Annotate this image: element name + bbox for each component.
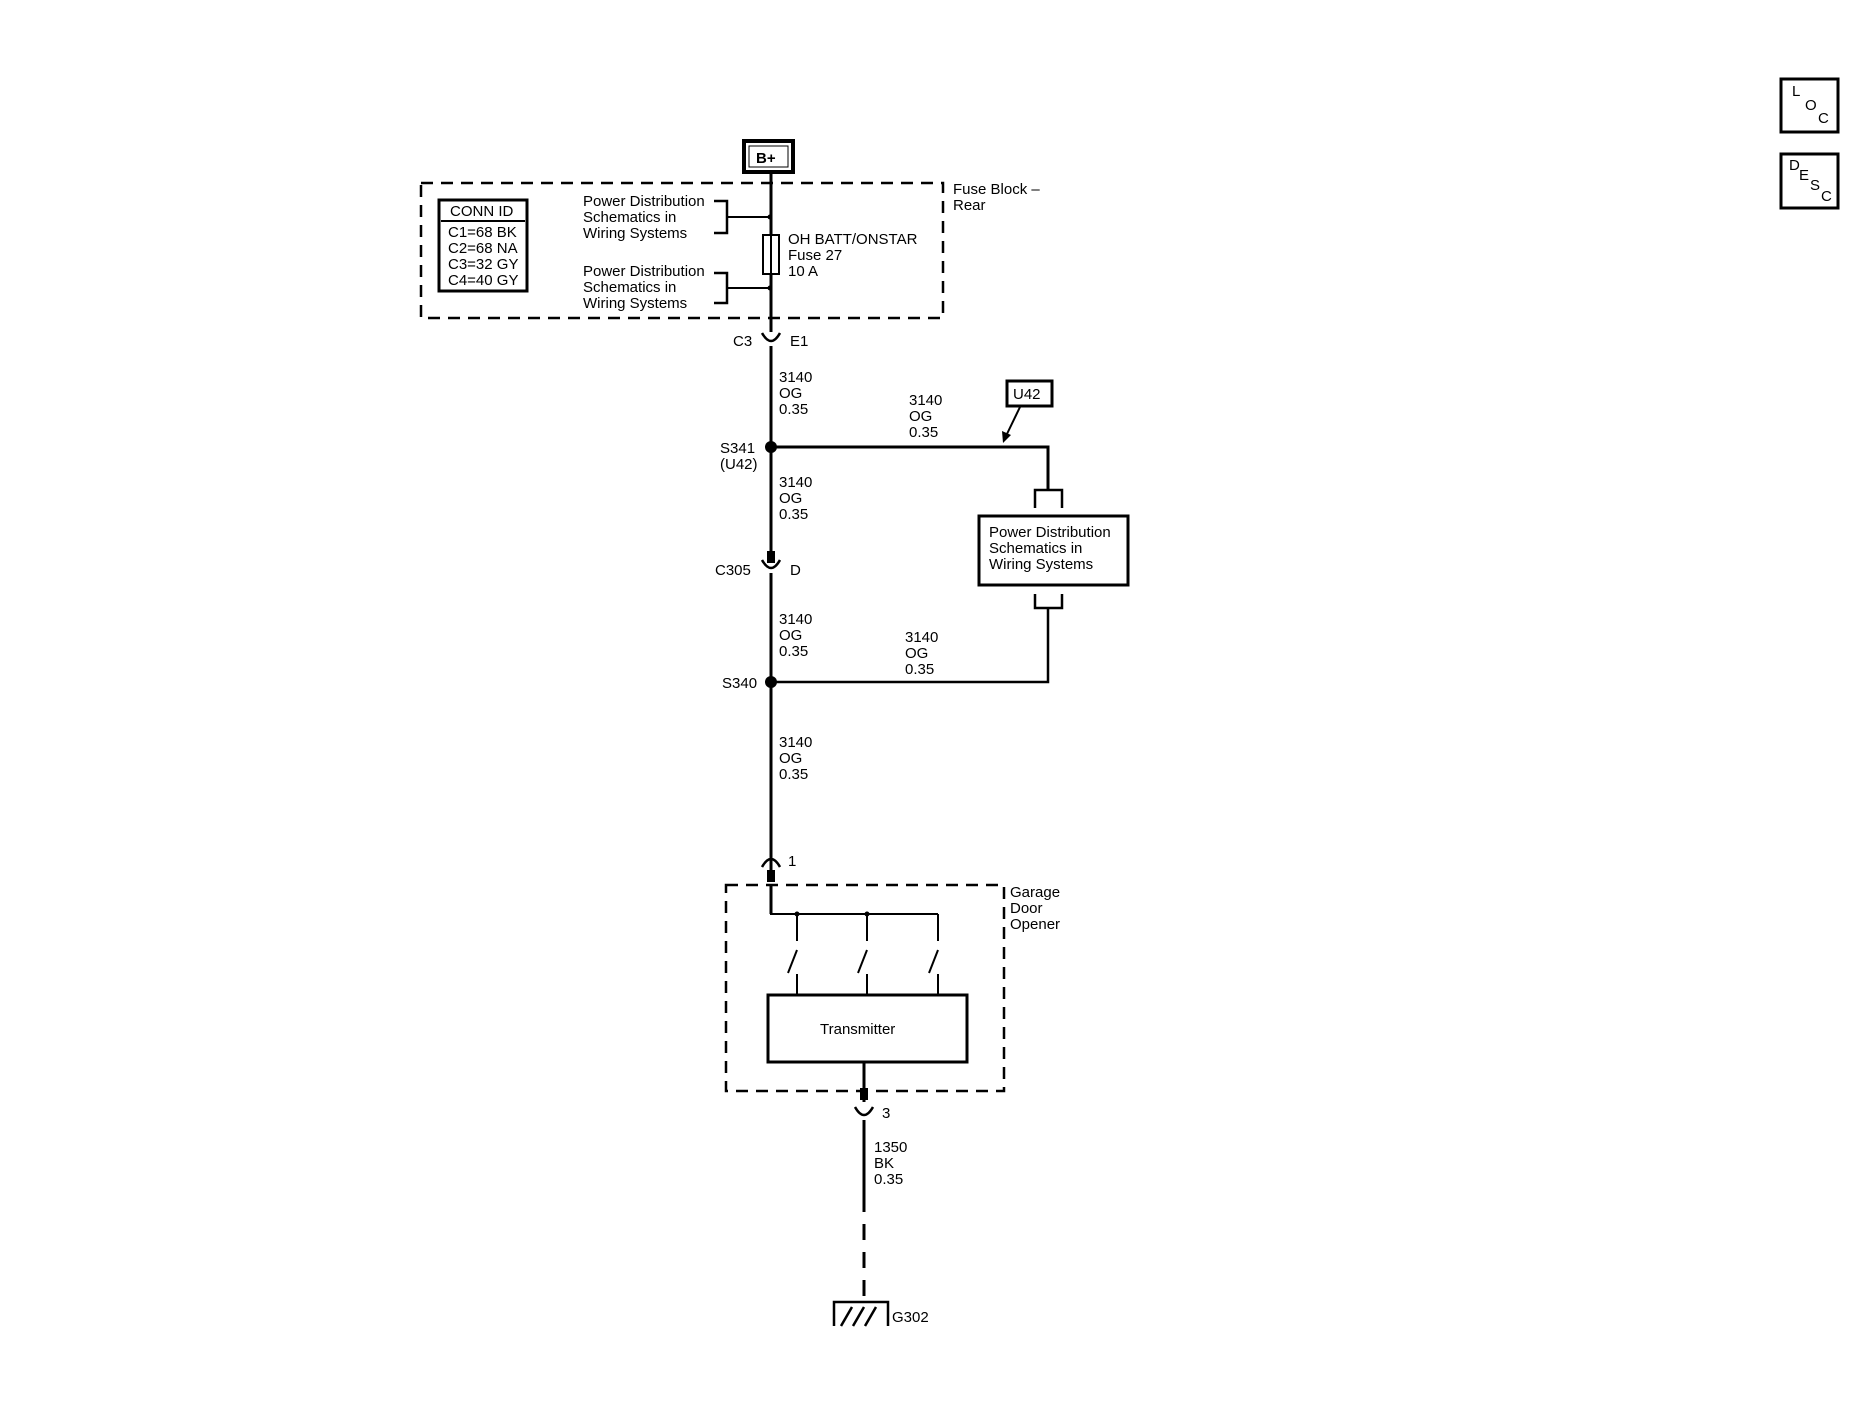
power-distribution-ref-lower[interactable]: Power Distribution Schematics in Wiring … <box>583 263 773 312</box>
desc-button[interactable]: D E S C <box>1779 152 1840 210</box>
wire-circuit: 3140 <box>779 369 812 386</box>
power-distribution-box[interactable]: Power Distribution Schematics in Wiring … <box>977 488 1130 610</box>
garage-switches <box>770 912 939 994</box>
svg-text:Power Distribution: Power Distribution <box>583 263 705 280</box>
wire-color: OG <box>779 490 802 507</box>
fuse-27 <box>762 234 780 275</box>
wire-circuit: 3140 <box>779 474 812 491</box>
fuse-block-name-1: Fuse Block – <box>953 181 1040 198</box>
svg-text:C: C <box>1821 188 1832 205</box>
fuse-name: OH BATT/ONSTAR <box>788 231 918 248</box>
battery-label: B+ <box>756 150 776 167</box>
garage-label-1: Garage <box>1010 884 1060 901</box>
wire-gauge: 0.35 <box>779 766 808 783</box>
svg-text:Wiring Systems: Wiring Systems <box>989 556 1093 573</box>
conn-id-row: C4=40 GY <box>448 272 518 289</box>
wire-color: OG <box>779 750 802 767</box>
u42-option-tag[interactable]: U42 <box>1005 379 1054 408</box>
conn-id-row: C3=32 GY <box>448 256 518 273</box>
battery-source: B+ <box>742 139 795 174</box>
wire-gauge: 0.35 <box>874 1171 903 1188</box>
fuse-block-name-2: Rear <box>953 197 986 214</box>
pin-3-label: 3 <box>882 1105 890 1122</box>
connector-c305-label: C305 <box>715 562 751 579</box>
pin-3-stub <box>860 1088 868 1100</box>
connector-pin-1 <box>760 857 782 882</box>
wire-gauge: 0.35 <box>779 506 808 523</box>
wire-color: OG <box>779 385 802 402</box>
svg-text:L: L <box>1792 83 1800 100</box>
fuse-block-outline <box>419 181 945 320</box>
svg-text:U42: U42 <box>1013 386 1041 403</box>
splice-s341-option: (U42) <box>720 456 758 473</box>
garage-label-2: Door <box>1010 900 1043 917</box>
svg-text:Schematics in: Schematics in <box>989 540 1082 557</box>
conn-id-table: CONN ID C1=68 BK C2=68 NA C3=32 GY C4=40… <box>437 198 529 293</box>
wire-gauge: 0.35 <box>779 401 808 418</box>
svg-text:S: S <box>1810 177 1820 194</box>
connector-c3 <box>760 332 782 343</box>
svg-text:Schematics in: Schematics in <box>583 279 676 296</box>
splice-s340-label: S340 <box>722 675 757 692</box>
wire-color: BK <box>874 1155 894 1172</box>
fuse-number: Fuse 27 <box>788 247 842 264</box>
transmitter-label: Transmitter <box>820 1021 895 1038</box>
power-distribution-ref-upper[interactable]: Power Distribution Schematics in Wiring … <box>583 193 773 242</box>
conn-id-header: CONN ID <box>450 203 514 220</box>
wire-circuit: 1350 <box>874 1139 907 1156</box>
branch-wire-top <box>771 445 1050 490</box>
wire-gauge: 0.35 <box>779 643 808 660</box>
svg-text:Wiring Systems: Wiring Systems <box>583 225 687 242</box>
conn-id-row: C1=68 BK <box>448 224 517 241</box>
svg-text:Wiring Systems: Wiring Systems <box>583 295 687 312</box>
wire-color: OG <box>909 408 932 425</box>
pin-1-label: 1 <box>788 853 796 870</box>
wire-color: OG <box>905 645 928 662</box>
wire-circuit: 3140 <box>779 734 812 751</box>
loc-button[interactable]: L O C <box>1779 77 1840 134</box>
connector-e1-label: E1 <box>790 333 808 350</box>
svg-text:O: O <box>1805 97 1817 114</box>
connector-d-label: D <box>790 562 801 579</box>
svg-text:Power Distribution: Power Distribution <box>583 193 705 210</box>
ground-symbol <box>832 1300 890 1327</box>
u42-pointer <box>1005 406 1021 437</box>
fuse-rating: 10 A <box>788 263 818 280</box>
wire-gauge: 0.35 <box>905 661 934 678</box>
conn-id-row: C2=68 NA <box>448 240 518 257</box>
wire-color: OG <box>779 627 802 644</box>
connector-c3-label: C3 <box>733 333 752 350</box>
wire-circuit: 3140 <box>779 611 812 628</box>
bus-junction-dot <box>864 911 870 917</box>
svg-text:E: E <box>1799 167 1809 184</box>
bus-junction-dot <box>794 911 800 917</box>
svg-text:D: D <box>1789 157 1800 174</box>
u42-arrowhead <box>1002 431 1011 443</box>
wire-circuit: 3140 <box>909 392 942 409</box>
wire-gauge: 0.35 <box>909 424 938 441</box>
ground-label: G302 <box>892 1309 929 1326</box>
svg-text:Schematics in: Schematics in <box>583 209 676 226</box>
connector-pin-3 <box>853 1106 875 1117</box>
wire-circuit: 3140 <box>905 629 938 646</box>
connector-c305 <box>760 551 782 570</box>
branch-wire-bottom <box>771 608 1050 684</box>
transmitter-box: Transmitter <box>766 993 969 1064</box>
svg-text:C: C <box>1818 110 1829 127</box>
splice-s341-label: S341 <box>720 440 755 457</box>
garage-label-3: Opener <box>1010 916 1060 933</box>
svg-text:Power Distribution: Power Distribution <box>989 524 1111 541</box>
